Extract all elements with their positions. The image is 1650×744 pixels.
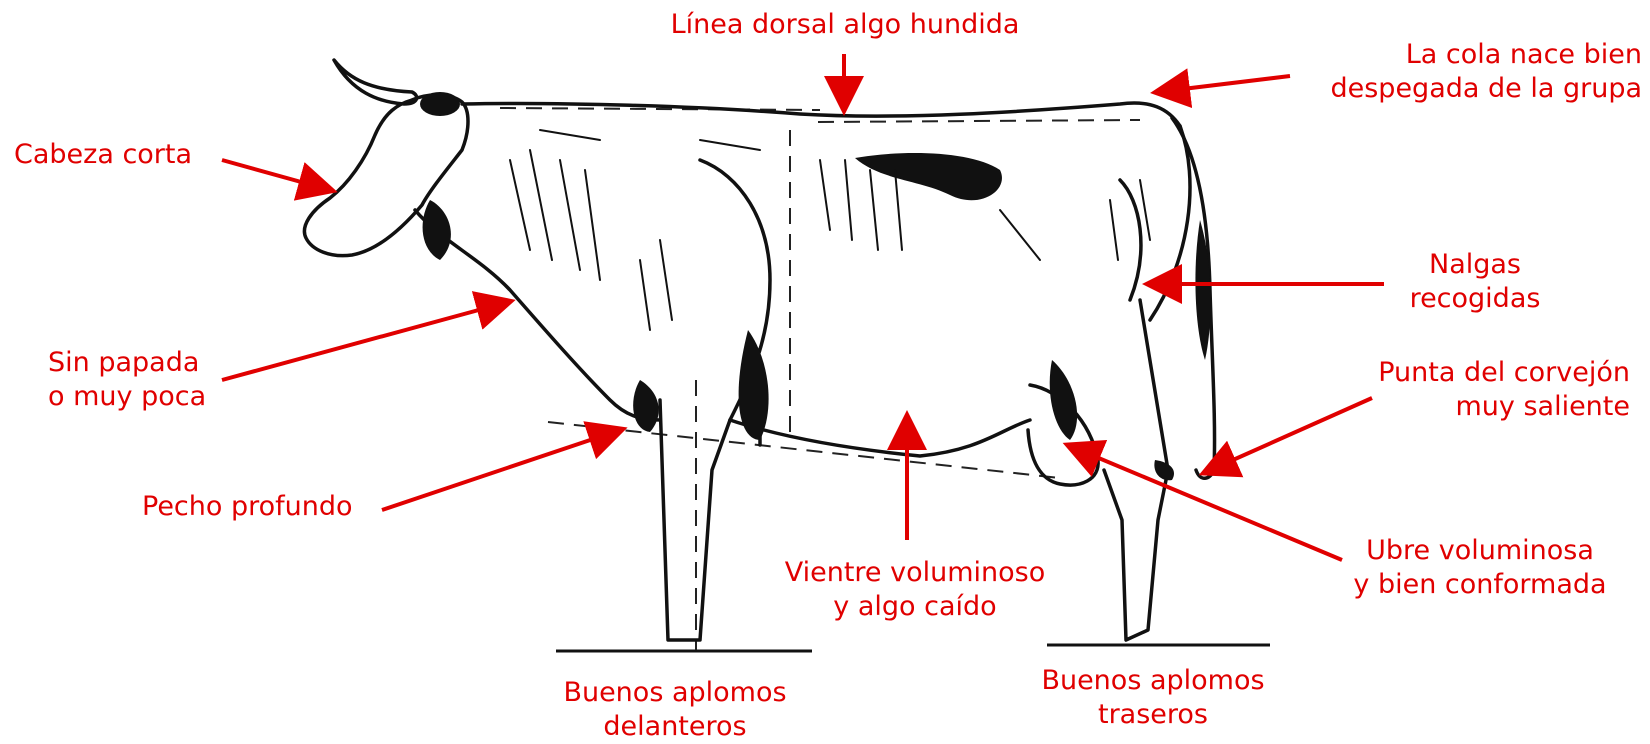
label-aplomos-delanteros-line1: Buenos aplomos xyxy=(563,677,787,708)
label-pecho-text: Pecho profundo xyxy=(142,491,353,522)
label-cabeza: Cabeza corta xyxy=(14,138,192,172)
label-aplomos-delanteros-line2: delanteros xyxy=(603,711,747,742)
label-ubre: Ubre voluminosa y bien conformada xyxy=(1330,534,1630,602)
label-nalgas-line1: Nalgas xyxy=(1429,249,1521,280)
label-cabeza-text: Cabeza corta xyxy=(14,139,193,170)
label-ubre-line2: y bien conformada xyxy=(1353,569,1607,600)
arrow-papada xyxy=(221,291,516,382)
label-vientre-line2: y algo caído xyxy=(833,591,997,622)
label-linea-dorsal-text: Línea dorsal algo hundida xyxy=(670,9,1020,40)
label-corvejon: Punta del corvejón muy saliente xyxy=(1330,356,1630,424)
label-corvejon-line1: Punta del corvejón xyxy=(1378,357,1630,388)
label-aplomos-traseros-line2: traseros xyxy=(1097,699,1208,730)
label-linea-dorsal: Línea dorsal algo hundida xyxy=(660,8,1030,42)
label-papada: Sin papada o muy poca xyxy=(48,346,206,414)
label-papada-line2: o muy poca xyxy=(48,381,207,412)
label-cola-line2: despegada de la grupa xyxy=(1330,73,1642,104)
label-nalgas: Nalgas recogidas xyxy=(1390,248,1560,316)
label-vientre-line1: Vientre voluminoso xyxy=(784,557,1046,588)
arrow-cabeza xyxy=(221,158,338,201)
label-aplomos-traseros-line1: Buenos aplomos xyxy=(1041,665,1265,696)
arrow-cola xyxy=(1150,68,1291,109)
label-cola: La cola nace bien despegada de la grupa xyxy=(1290,38,1642,106)
label-papada-line1: Sin papada xyxy=(48,347,200,378)
label-cola-line1: La cola nace bien xyxy=(1405,39,1642,70)
label-ubre-line1: Ubre voluminosa xyxy=(1366,535,1594,566)
label-corvejon-line2: muy saliente xyxy=(1455,391,1630,422)
label-vientre: Vientre voluminoso y algo caído xyxy=(770,556,1060,624)
label-nalgas-line2: recogidas xyxy=(1409,283,1541,314)
arrow-corvejon xyxy=(1198,396,1373,478)
label-pecho: Pecho profundo xyxy=(142,490,353,524)
label-aplomos-traseros: Buenos aplomos traseros xyxy=(1018,664,1288,732)
arrow-ubre xyxy=(1062,439,1343,562)
cow-hatching xyxy=(509,129,1151,331)
cow-shading xyxy=(420,92,1211,481)
label-aplomos-delanteros: Buenos aplomos delanteros xyxy=(540,676,810,744)
arrow-pecho xyxy=(381,421,628,512)
reference-lines xyxy=(499,107,1141,650)
